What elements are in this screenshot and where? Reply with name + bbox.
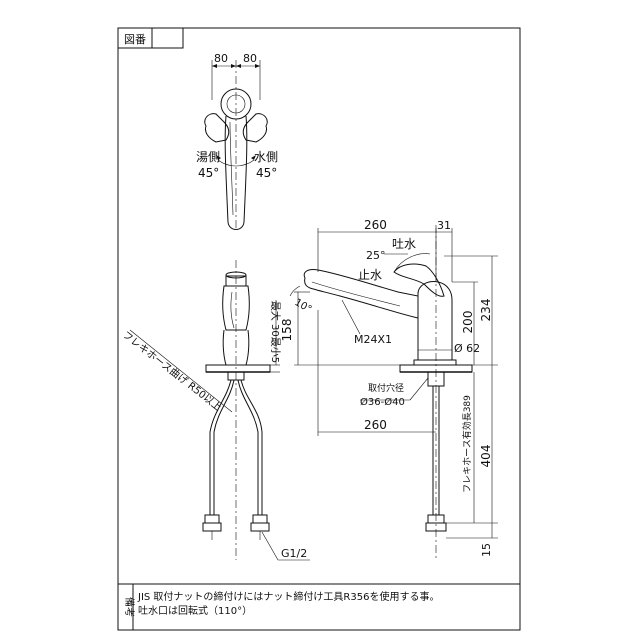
side-dim-404: 404 xyxy=(479,445,493,468)
hot-fitting xyxy=(202,522,222,532)
side-dim-handle: 31 xyxy=(437,219,451,232)
side-dim-234: 234 xyxy=(479,299,493,322)
notes-line-2: 吐水口は回転式（110°） xyxy=(138,604,252,617)
counter-top xyxy=(205,364,271,373)
side-dim-bottom: 260 xyxy=(364,418,387,432)
cold-side-label: 水側 xyxy=(254,150,278,164)
cold-angle-label: 45° xyxy=(256,166,277,180)
side-body xyxy=(417,281,453,361)
thread-label: M24X1 xyxy=(354,333,392,346)
handle-cap xyxy=(220,88,252,120)
top-view: 80 80 湯側 水側 45° 45° xyxy=(196,52,278,230)
cold-hose xyxy=(237,379,259,515)
cold-fitting xyxy=(250,522,270,532)
hot-angle-label: 45° xyxy=(198,166,219,180)
diameter-label: Ø 62 xyxy=(454,342,480,355)
counter-thickness-label: 最大 30最小5 xyxy=(269,301,282,363)
title-block: 図番 xyxy=(117,27,184,49)
hot-lever-shape xyxy=(204,113,230,143)
water-off-label: 止水 xyxy=(358,268,382,282)
side-dim-15: 15 xyxy=(480,543,493,557)
hot-side-label: 湯側 xyxy=(196,150,220,164)
title-block-label: 図番 xyxy=(124,33,146,46)
front-handle-body xyxy=(222,285,250,331)
cold-lever-shape xyxy=(242,113,268,143)
side-view: 260 31 25° 吐水 止水 10° 158 200 234 M24X1 Ø… xyxy=(280,218,498,560)
side-dim-158: 158 xyxy=(280,319,294,342)
hot-hose xyxy=(209,379,232,515)
water-on-label: 吐水 xyxy=(392,237,416,251)
front-view: 最大 30最小5 フレキホース曲げ R50以上 G1/2 xyxy=(120,260,310,561)
lever-angle-label: 25° xyxy=(366,249,386,262)
drawing-frame xyxy=(117,27,521,631)
top-dim-right: 80 xyxy=(243,52,257,65)
notes-block: 備考 JIS 取付ナットの締付けにはナット締付け工具R356を使用する事。 吐水… xyxy=(118,583,520,630)
side-fitting xyxy=(425,522,447,532)
pipe-thread-label: G1/2 xyxy=(281,547,307,560)
top-dim-left: 80 xyxy=(214,52,228,65)
side-lever xyxy=(393,263,445,297)
hole-range: Ø36-Ø40 xyxy=(360,396,405,408)
spout-angle-label: 10° xyxy=(293,297,314,315)
notes-line-1: JIS 取付ナットの締付けにはナット締付け工具R356を使用する事。 xyxy=(137,590,439,603)
hose-length-label: フレキホース有効長389 xyxy=(461,395,473,493)
hole-label: 取付穴径 xyxy=(368,382,404,394)
side-dim-200: 200 xyxy=(461,311,475,334)
side-dim-overall: 260 xyxy=(364,218,387,232)
notes-label: 備考 xyxy=(123,597,136,617)
spout-top-outline xyxy=(224,115,248,230)
